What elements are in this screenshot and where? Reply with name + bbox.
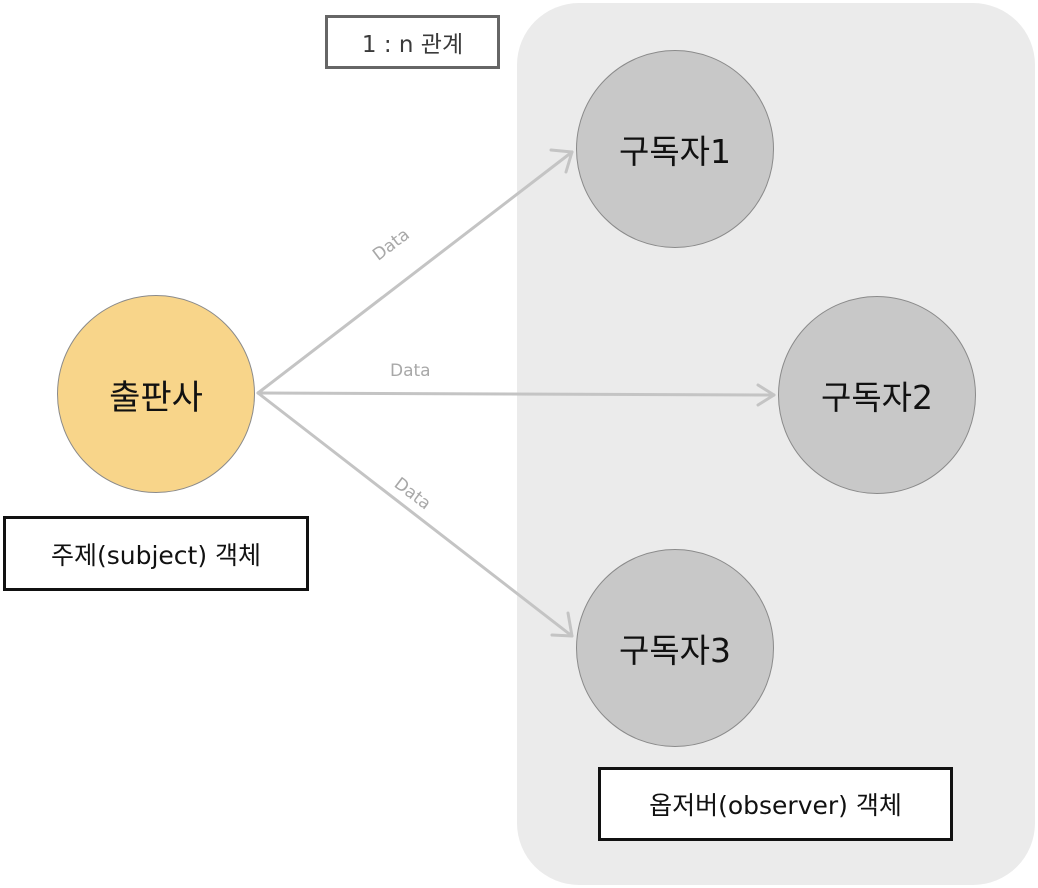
publisher-label: 출판사 bbox=[109, 377, 203, 418]
publisher-node: 출판사 bbox=[57, 295, 255, 493]
observer-caption: 옵저버(observer) 객체 bbox=[598, 767, 953, 841]
subscriber-label-2: 구독자2 bbox=[820, 378, 934, 417]
subscriber-node-2: 구독자2 bbox=[778, 296, 976, 494]
subscriber-node-1: 구독자1 bbox=[576, 50, 774, 248]
edge-to-subscriber-1 bbox=[256, 150, 574, 395]
edge-to-subscriber-2 bbox=[256, 391, 776, 397]
subject-caption: 주제(subject) 객체 bbox=[3, 516, 309, 591]
subscriber-label-3: 구독자3 bbox=[618, 631, 732, 670]
subscriber-label-1: 구독자1 bbox=[618, 132, 732, 171]
relation-label: 1 : n 관계 bbox=[325, 15, 500, 69]
edge-to-subscriber-3 bbox=[256, 391, 574, 638]
subscriber-node-3: 구독자3 bbox=[576, 549, 774, 747]
arrowhead-to-subscriber-2 bbox=[756, 383, 776, 407]
arrowhead-to-subscriber-3 bbox=[550, 611, 574, 638]
edge-label-2: Data bbox=[390, 361, 431, 381]
arrowhead-to-subscriber-1 bbox=[549, 148, 574, 174]
